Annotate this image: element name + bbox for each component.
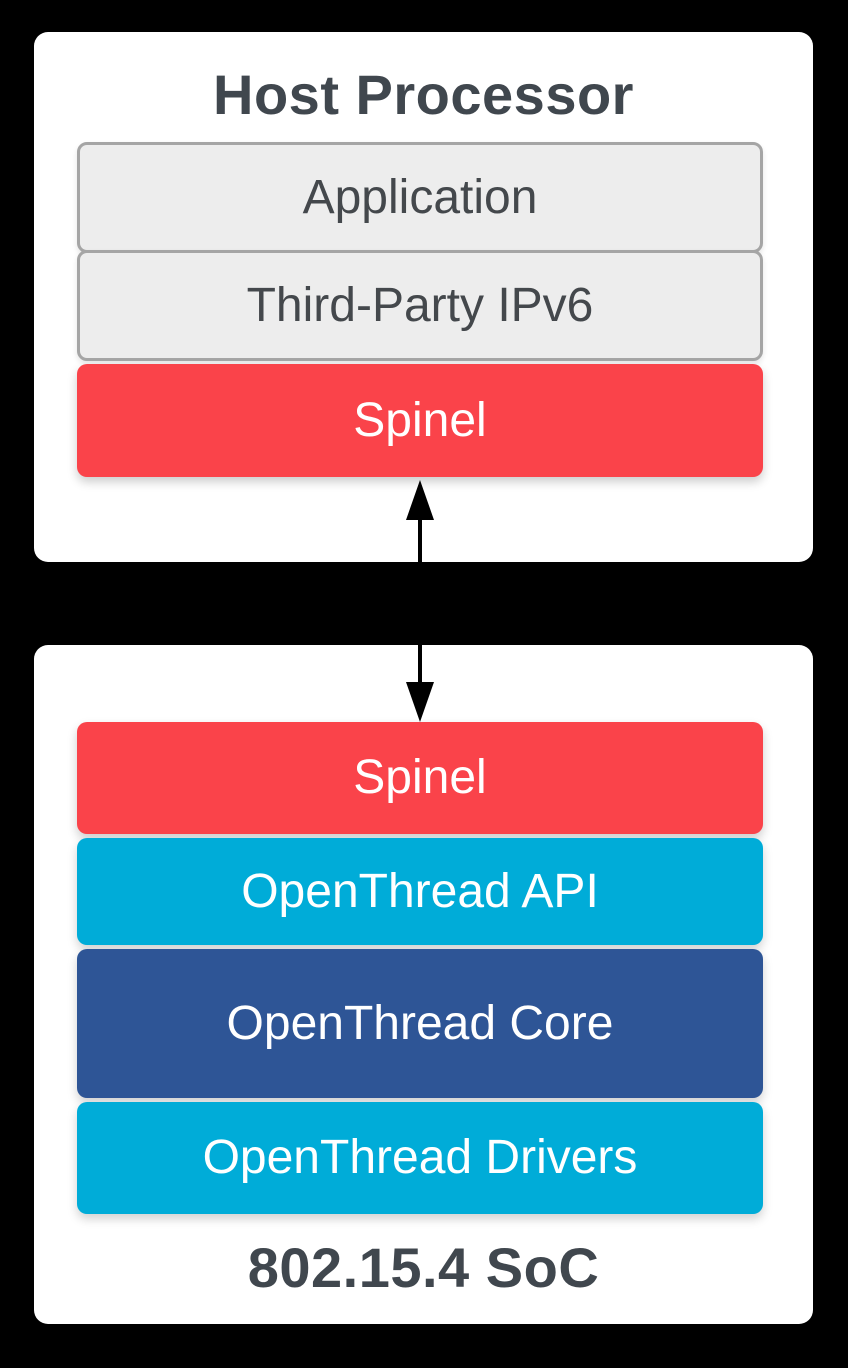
layer-openthread-drivers-label: OpenThread Drivers [202, 1131, 638, 1184]
soc-layer-stack: Spinel OpenThread API OpenThread Core Op… [77, 722, 763, 1214]
layer-spinel-host: Spinel [77, 364, 763, 477]
layer-spinel-host-label: Spinel [353, 393, 487, 447]
layer-spinel-soc-label: Spinel [353, 751, 487, 804]
layer-spinel-soc: Spinel [77, 722, 763, 834]
soc-card: Spinel OpenThread API OpenThread Core Op… [34, 645, 813, 1324]
soc-card-title: 802.15.4 SoC [247, 1236, 600, 1299]
bidirectional-arrow-icon [406, 480, 434, 722]
layer-openthread-core: OpenThread Core [77, 949, 763, 1098]
layer-application: Application [77, 142, 763, 253]
layer-openthread-drivers: OpenThread Drivers [77, 1102, 763, 1214]
layer-openthread-core-label: OpenThread Core [226, 996, 614, 1050]
host-layer-stack: Application Third-Party IPv6 Spinel [77, 142, 763, 477]
host-card-title: Host Processor [213, 63, 634, 126]
layer-third-party-ipv6-label: Third-Party IPv6 [246, 278, 594, 332]
layer-application-label: Application [302, 170, 538, 224]
host-processor-card: Host Processor Application Third-Party I… [34, 32, 813, 562]
layer-third-party-ipv6: Third-Party IPv6 [77, 250, 763, 361]
layer-openthread-api-label: OpenThread API [241, 864, 599, 918]
layer-openthread-api: OpenThread API [77, 838, 763, 945]
